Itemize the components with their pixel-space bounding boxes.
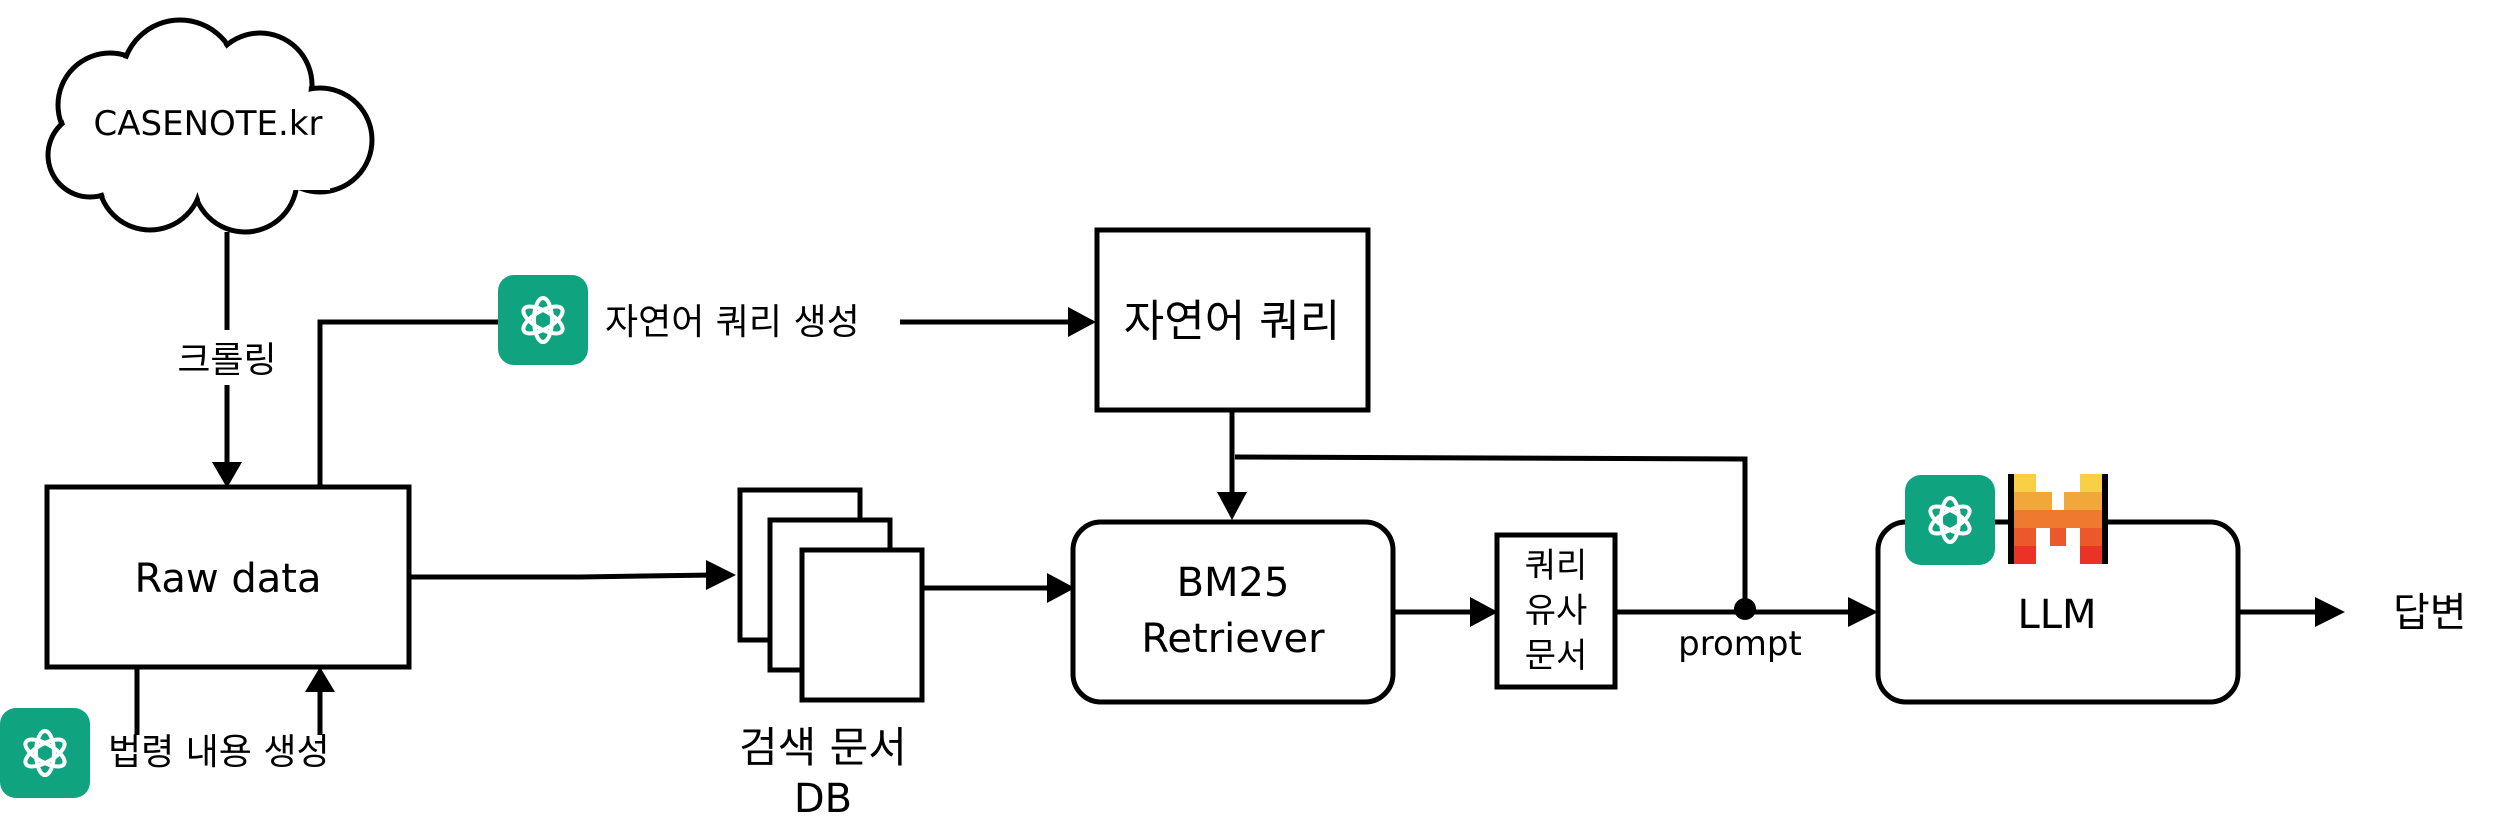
query-box-label: 자연어 쿼리: [1124, 296, 1340, 347]
raw-data-box: [44, 484, 412, 670]
db-document-stack: [737, 487, 925, 703]
mistral-logo-icon: [2008, 474, 2108, 564]
openai-logo-icon: [1903, 473, 1997, 567]
retriever-label-line2: Retriever: [1141, 616, 1325, 662]
arrowhead: [212, 462, 242, 488]
db-label-line1: 검색 문서: [739, 723, 907, 772]
edge-query-prompt: [1234, 454, 1748, 609]
crawl-label: 크롤링: [177, 340, 276, 381]
arrowhead: [706, 560, 736, 590]
edge-raw-db: [410, 572, 716, 580]
llm-label: LLM: [2017, 592, 2096, 638]
openai-logo-icon: [496, 273, 590, 367]
arrowhead: [1047, 573, 1075, 603]
query-gen-label: 자연어 쿼리 생성: [605, 302, 860, 343]
similar-label-line3: 문서: [1525, 636, 1588, 676]
raw-data-label: Raw data: [135, 556, 322, 602]
openai-logo-icon: [0, 706, 92, 800]
similar-label-line1: 쿼리: [1525, 546, 1588, 586]
arrowhead: [305, 667, 335, 692]
similar-docs-box: [1494, 532, 1618, 690]
connectors: [134, 232, 2345, 735]
prompt-junction: [1734, 598, 1756, 620]
arrowhead: [1217, 492, 1247, 520]
arrowhead: [2315, 597, 2345, 627]
source-label: CASENOTE.kr: [94, 104, 323, 144]
arrowhead: [1068, 307, 1096, 337]
arrowhead: [1848, 597, 1878, 627]
query-box: [1094, 227, 1371, 413]
prompt-label: prompt: [1678, 624, 1802, 664]
arrowhead: [1470, 597, 1498, 627]
similar-label-line2: 유사: [1525, 591, 1588, 631]
edge-query-gen: [317, 319, 500, 485]
answer-label: 답변: [2393, 590, 2467, 636]
retriever-label-line1: BM25: [1177, 560, 1290, 606]
law-gen-label: 법령 내용 생성: [108, 732, 330, 773]
retriever-box: [1070, 519, 1396, 705]
source-cloud: CASENOTE.kr: [45, 17, 375, 235]
db-label-line2: DB: [794, 776, 852, 822]
